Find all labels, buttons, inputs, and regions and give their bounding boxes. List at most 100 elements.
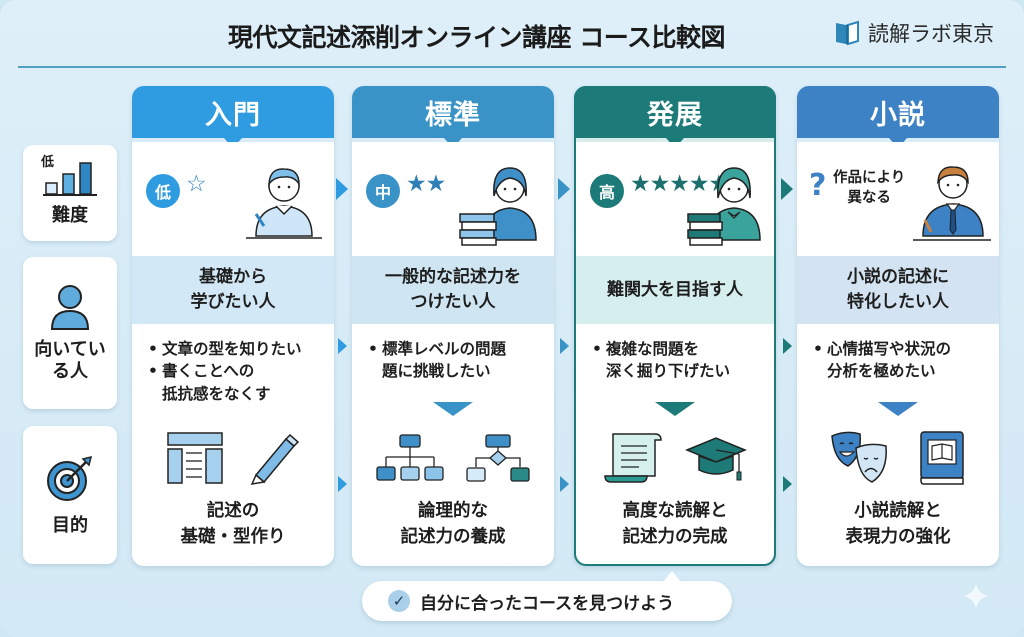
find-course-callout[interactable]: ✓ 自分に合ったコースを見つけよう	[362, 571, 732, 621]
bullet-text: 抵抗感をなくす	[162, 384, 271, 403]
difficulty-cell: 中 ★★	[352, 142, 554, 256]
arrow-right-icon	[336, 178, 348, 200]
course-tab-novel: 小説	[797, 86, 999, 148]
level-badge: 低	[146, 174, 180, 208]
bullet-list: •文章の型を知りたい •書くことへの抵抗感をなくす	[148, 338, 326, 405]
bar-chart-icon: 低	[41, 155, 99, 199]
sparkle-icon: ✦	[960, 575, 992, 619]
goal-line: 小説読解と	[854, 501, 942, 521]
bullet-item: •文章の型を知りたい	[148, 338, 326, 360]
details-cell: •複雑な問題を深く掘り下げたい 高度な読解と記述力の完成	[576, 324, 774, 564]
arrow-right-icon	[781, 178, 793, 200]
student-with-books-icon	[459, 167, 537, 246]
goal-line: 記述力の完成	[622, 527, 728, 548]
details-cell: •標準レベルの問題題に挑戦したい	[352, 324, 554, 566]
hierarchy-chart-icon	[376, 434, 444, 481]
question-mark-icon: ?	[809, 168, 827, 203]
row-label-difficulty: 低 難度	[23, 145, 117, 241]
goal-line: 論理的な	[418, 501, 488, 521]
course-tab-standard: 標準	[352, 86, 554, 148]
row-label-text: 向いている人	[34, 338, 106, 383]
arrow-right-icon	[783, 338, 792, 354]
bullet-text: 分析を極めたい	[827, 362, 936, 381]
bullet-list: •標準レベルの問題題に挑戦したい	[368, 338, 546, 383]
bullet-item: •書くことへの抵抗感をなくす	[148, 362, 271, 403]
difficulty-cell: 低 ☆	[132, 142, 334, 256]
level-badge: 高	[590, 174, 624, 208]
down-arrow-icon	[878, 402, 918, 416]
target-icon	[47, 455, 93, 501]
target-line: 難関大を目指す人	[607, 279, 743, 300]
target-line: 特化したい人	[847, 292, 949, 312]
level-badge: 中	[366, 174, 400, 208]
bullet-text: 心情描写や状況の	[827, 340, 952, 358]
course-column-advanced: 発展 高 ★★★★★ 難関大を目指す人 •複雑な問題を深く掘り下げたい	[574, 86, 776, 566]
pencil-icon	[250, 433, 300, 485]
bullet-item: •複雑な問題を深く掘り下げたい	[592, 340, 731, 381]
target-person-cell: 小説の記述に特化したい人	[797, 256, 999, 324]
page-title: 現代文記述添削オンライン講座 コース比較図	[228, 23, 725, 52]
bullet-text: 深く掘り下げたい	[606, 362, 731, 381]
person-icon	[50, 284, 90, 330]
arrow-right-icon	[560, 338, 569, 354]
goal-icons	[797, 428, 999, 488]
bullet-text: 複雑な問題を	[606, 340, 700, 358]
arrow-right-icon	[560, 476, 569, 492]
row-label-text: 目的	[52, 514, 88, 536]
course-column-novel: 小説 ? 作品により 異なる 小説の記述に特化したい人 •心情描写や状況の分析を…	[797, 86, 999, 566]
row-label-target: 向いている人	[23, 257, 117, 409]
arrow-right-icon	[338, 338, 347, 354]
star-rating: ☆	[186, 171, 207, 197]
difficulty-note: 作品により 異なる	[833, 168, 905, 209]
down-arrow-icon	[433, 402, 473, 416]
brand-name: 読解ラボ東京	[868, 22, 994, 46]
course-column-intro: 入門 低 ☆ 基礎から学びたい人 •文章の型を知りたい •書くことへの抵抗感をな…	[132, 86, 334, 566]
target-line: 基礎から	[199, 267, 267, 288]
goal-line: 高度な読解と	[622, 501, 728, 521]
arrow-right-icon	[558, 178, 570, 200]
scroll-icon	[604, 433, 662, 483]
goal-icons	[132, 428, 334, 488]
difficulty-cell: ? 作品により 異なる	[797, 142, 999, 256]
theater-masks-icon	[831, 431, 887, 483]
goal-line: 記述の	[206, 501, 260, 521]
layout-template-icon	[167, 432, 223, 484]
details-cell: •心情描写や状況の分析を極めたい 小説読解と表現力の強化	[797, 324, 999, 566]
difficulty-icon-caption: 低	[41, 154, 55, 170]
goal-icons	[352, 428, 554, 488]
check-icon: ✓	[388, 590, 410, 612]
bullet-text: 題に挑戦したい	[382, 362, 491, 381]
bullet-text: 書くことへの	[162, 362, 255, 381]
course-tab-intro: 入門	[132, 86, 334, 148]
graduation-cap-icon	[685, 437, 747, 481]
goal-line: 基礎・型作り	[180, 527, 286, 548]
book-icon	[920, 431, 964, 485]
arrow-right-icon	[338, 476, 347, 492]
down-arrow-icon	[655, 402, 695, 416]
target-line: 一般的な記述力を	[385, 267, 521, 288]
bullet-list: •心情描写や状況の分析を極めたい	[813, 338, 991, 383]
target-person-cell: 一般的な記述力をつけたい人	[352, 256, 554, 324]
row-label-text: 難度	[52, 204, 88, 226]
details-cell: •文章の型を知りたい •書くことへの抵抗感をなくす 記述の基礎・型作り	[132, 324, 334, 566]
goal-line: 表現力の強化	[845, 527, 951, 548]
bullet-item: •心情描写や状況の分析を極めたい	[813, 340, 952, 381]
goal-text: 記述の基礎・型作り	[132, 498, 334, 551]
goal-icons	[576, 428, 774, 488]
bullet-list: •複雑な問題を深く掘り下げたい	[592, 338, 766, 383]
bullet-item: •標準レベルの問題題に挑戦したい	[368, 340, 507, 381]
goal-text: 論理的な記述力の養成	[352, 498, 554, 551]
goal-text: 小説読解と表現力の強化	[797, 498, 999, 551]
header-divider	[18, 66, 1006, 68]
course-tab-advanced: 発展	[574, 86, 776, 148]
arrow-right-icon	[783, 476, 792, 492]
goal-text: 高度な読解と記述力の完成	[576, 498, 774, 551]
bullet-text: 文章の型を知りたい	[162, 340, 302, 358]
target-line: 学びたい人	[190, 292, 276, 312]
callout-text: 自分に合ったコースを見つけよう	[420, 593, 675, 614]
man-in-suit-writing-icon	[913, 166, 991, 241]
student-writing-icon	[246, 168, 322, 239]
brand-logo: 読解ラボ東京	[834, 18, 994, 48]
note-line: 作品により	[833, 170, 906, 186]
star-rating: ★★	[406, 171, 446, 197]
